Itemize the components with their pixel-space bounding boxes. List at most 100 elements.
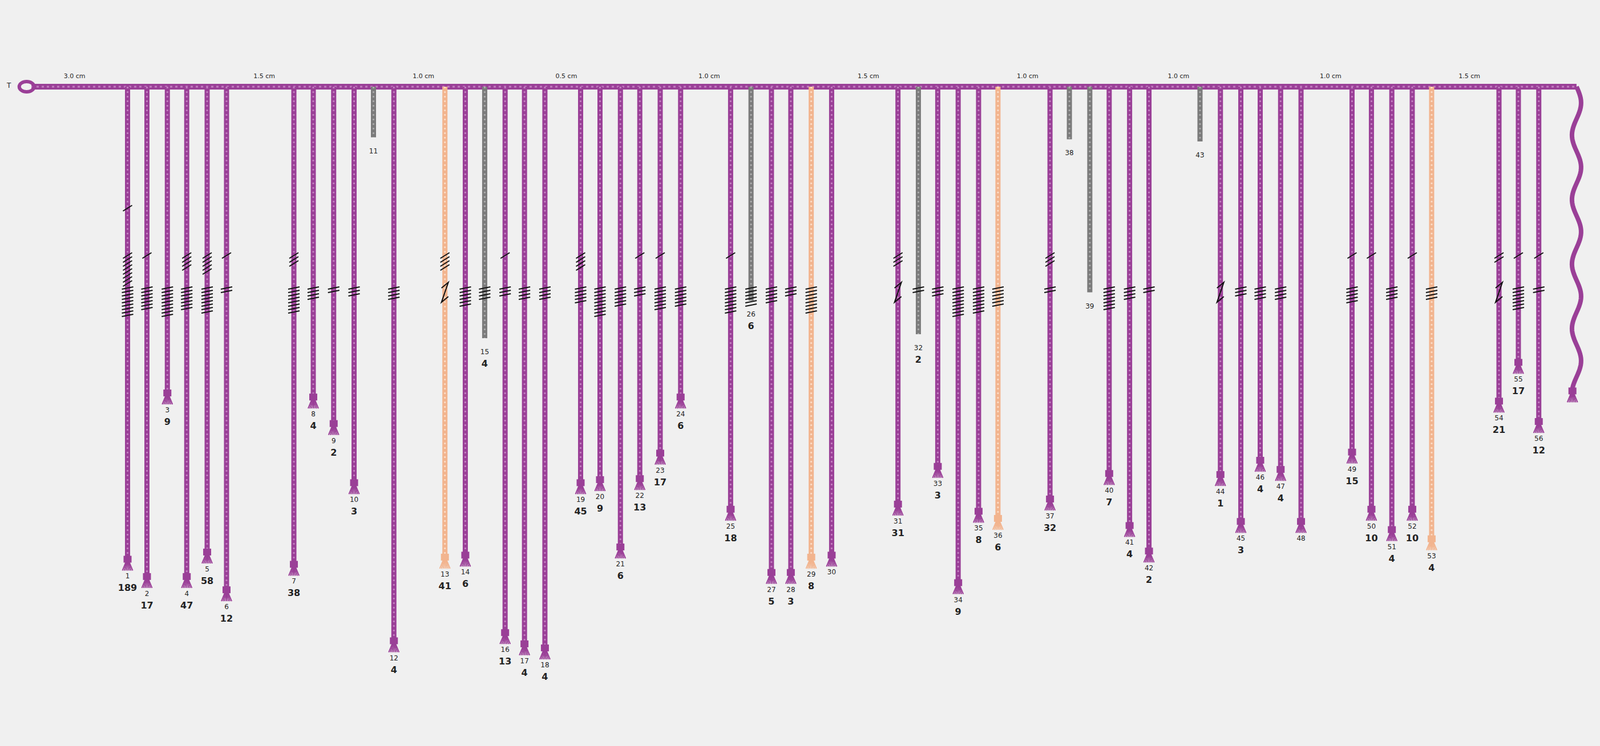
knot-cluster: [307, 287, 319, 300]
cord-tassel: [952, 579, 964, 595]
pendant-cord-texture: [1497, 86, 1500, 405]
tassel-knot: [222, 586, 231, 594]
tassel-knot: [329, 420, 338, 428]
pendant-cord-texture: [1239, 86, 1242, 525]
cord-value: 4: [1257, 484, 1264, 495]
pendant-cord-texture: [977, 86, 980, 515]
pendant-cord-texture: [1411, 86, 1413, 513]
cord-tassel: [162, 389, 173, 405]
cord-tassel: [973, 507, 984, 523]
tassel-knot: [786, 569, 795, 577]
pendant-cord: [1349, 86, 1355, 456]
cord-tassel: [349, 479, 360, 495]
cord-number: 4: [184, 590, 189, 599]
cord-number: 29: [806, 571, 816, 579]
cord-tassel: [519, 640, 530, 656]
pendant-cord: [391, 86, 397, 645]
cord-number: 33: [933, 480, 943, 488]
knot-cluster: [675, 287, 687, 307]
cord-number: 15: [480, 348, 490, 357]
cord-value: 58: [200, 576, 214, 587]
pendant-cord-texture: [1279, 86, 1282, 474]
tassel-knot: [1367, 506, 1376, 513]
cord-value: 3: [787, 596, 794, 608]
knot-cluster: [1407, 252, 1417, 259]
cord-value: 189: [118, 583, 137, 594]
tassel-knot: [1256, 457, 1265, 464]
pendant-cord-texture: [464, 86, 467, 559]
pendant-cord: [677, 86, 684, 401]
cord-value: 6: [994, 542, 1001, 553]
cord-value: 4: [1126, 549, 1133, 560]
tassel-knot: [994, 515, 1002, 523]
cord-number: 55: [1513, 376, 1523, 384]
cord-value: 4: [390, 665, 398, 676]
cord-tassel: [1386, 526, 1397, 542]
pendant-cord: [1146, 86, 1152, 555]
pendant-cord-texture: [186, 86, 188, 581]
knot-cluster: [1103, 287, 1115, 310]
cord-tassel: [932, 463, 943, 479]
knot-cluster: [745, 287, 757, 307]
tassel-knot: [500, 629, 509, 637]
pendant-cord-texture: [523, 86, 526, 648]
pendant-cord: [1238, 86, 1244, 525]
cord-number: 22: [635, 492, 645, 500]
pendant-cord: [1389, 86, 1395, 534]
cord-tassel: [1275, 466, 1286, 482]
tassel-knot: [1145, 547, 1154, 555]
knot-cluster: [388, 287, 400, 300]
cord-value: 4: [1388, 554, 1396, 565]
pendant-cord-texture: [679, 86, 682, 401]
cord-value: 3: [934, 490, 941, 501]
tassel-knot: [1125, 522, 1134, 529]
tassel-knot: [1216, 471, 1225, 479]
cord-number: 37: [1045, 512, 1054, 521]
pendant-cord: [1126, 86, 1133, 529]
cord-number: 47: [1276, 483, 1286, 491]
tassel-knot: [1105, 470, 1114, 478]
cord-value: 18: [724, 533, 737, 544]
cord-number: 11: [369, 147, 378, 156]
tassel-knot: [1568, 387, 1577, 395]
cord-value: 3: [350, 506, 358, 517]
knot-cluster: [459, 287, 471, 307]
pendant-cord-texture: [166, 86, 169, 397]
cord-value: 5: [768, 596, 775, 608]
cord-value: 31: [891, 528, 905, 539]
cord-number: 13: [440, 571, 450, 579]
cord-number: 45: [1236, 535, 1246, 543]
knot-cluster: [594, 287, 606, 317]
cord-value: 9: [596, 503, 604, 515]
cord-tassel: [615, 543, 626, 559]
cord-value: 17: [140, 600, 153, 612]
cord-value: 21: [1492, 425, 1506, 436]
tassel-knot: [933, 463, 942, 471]
knot-cluster: [633, 252, 646, 297]
cord-number: 34: [954, 596, 963, 605]
pendant-cord-texture: [332, 86, 335, 428]
pendant-cord: [1047, 86, 1053, 503]
tassel-knot: [350, 479, 359, 487]
pendant-cord: [829, 86, 835, 559]
tassel-knot: [520, 640, 529, 648]
spacing-label: 1.0 cm: [1168, 73, 1190, 80]
cord-tassel: [766, 569, 777, 585]
pendant-cord-texture: [830, 86, 833, 559]
tassel-knot: [203, 548, 212, 556]
pendant-cord: [462, 86, 468, 559]
pendant-cord: [578, 86, 584, 487]
cord-tassel: [1513, 358, 1524, 374]
pendant-cord-texture: [1391, 86, 1393, 534]
pendant-cord: [1087, 86, 1093, 293]
pendant-cord-texture: [504, 86, 507, 637]
pendant-cord: [1409, 86, 1415, 513]
cord-tassel: [142, 573, 153, 589]
tassel-knot: [1045, 495, 1054, 503]
cord-value: 4: [1428, 563, 1435, 574]
pendant-cord-texture: [443, 86, 446, 561]
pendant-cord-texture: [789, 86, 792, 577]
knot-cluster: [912, 287, 924, 293]
cord-tassel: [1044, 495, 1056, 511]
tassel-knot: [676, 393, 685, 401]
